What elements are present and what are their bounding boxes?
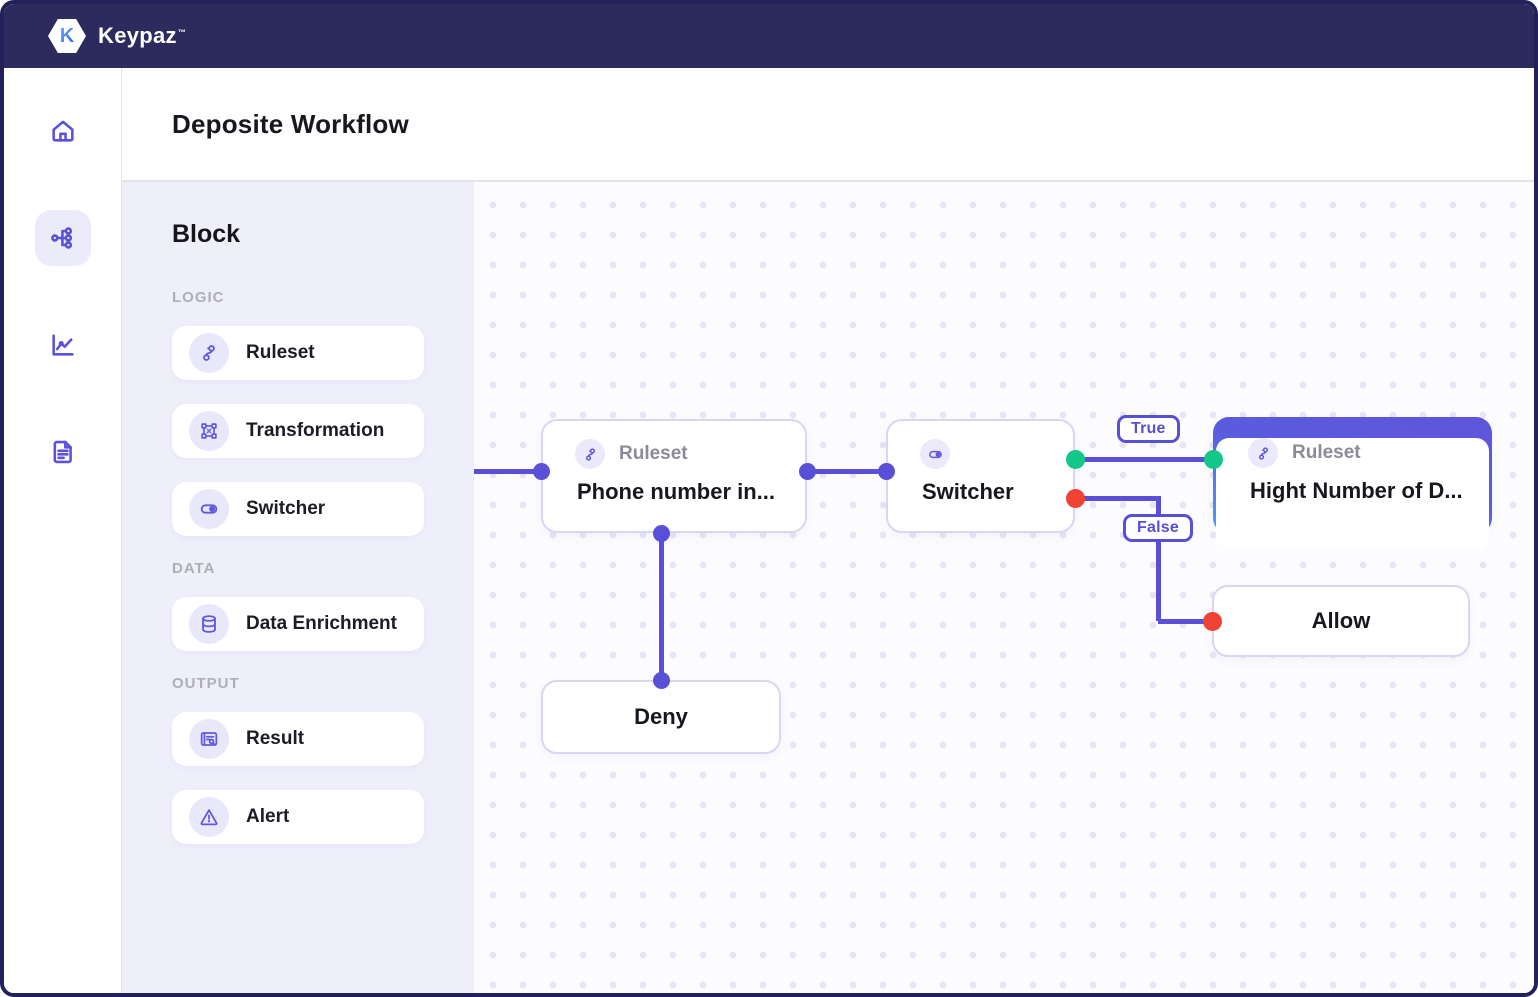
ruleset-icon — [1248, 438, 1278, 468]
palette-item-label: Transformation — [246, 420, 385, 441]
switcher-toggle-icon — [189, 489, 229, 529]
main-area: Deposite Workflow Block LOGIC — [122, 68, 1534, 993]
home-icon — [51, 120, 74, 142]
edge-entry — [474, 468, 541, 474]
palette-item-label: Alert — [246, 806, 290, 827]
section-label-output: OUTPUT — [172, 675, 240, 692]
node-switcher[interactable]: Switcher — [886, 419, 1075, 533]
line-chart-icon — [51, 334, 74, 356]
allow-input-port[interactable] — [1202, 611, 1222, 631]
brand-name-text: Keypaz — [98, 23, 177, 48]
topbar: K Keypaz™ — [4, 4, 1534, 68]
phone-output-port[interactable] — [798, 462, 816, 480]
palette-item-label: Ruleset — [246, 342, 315, 363]
edge-false-v — [1155, 498, 1161, 621]
brand-trademark: ™ — [177, 27, 187, 37]
edge-phone-to-deny — [659, 533, 664, 680]
hight-input-port[interactable] — [1203, 449, 1223, 469]
sidebar-item-home[interactable] — [35, 103, 91, 159]
node-ruleset-hight[interactable]: Ruleset Hight Number of D... — [1213, 417, 1492, 549]
sidebar-item-workflows[interactable] — [34, 210, 91, 266]
page-title: Deposite Workflow — [172, 108, 409, 139]
result-icon — [189, 719, 229, 759]
node-title: Deny — [634, 704, 688, 729]
node-type-badge: Ruleset — [1292, 442, 1361, 463]
false-edge-label: False — [1123, 514, 1193, 542]
switcher-false-port[interactable] — [1065, 488, 1085, 508]
palette-item-alert[interactable]: Alert — [172, 790, 424, 844]
block-panel-title: Block — [172, 220, 241, 248]
document-icon — [53, 440, 72, 464]
node-deny[interactable]: Deny — [541, 680, 781, 754]
node-allow[interactable]: Allow — [1212, 585, 1470, 657]
switcher-true-port[interactable] — [1065, 449, 1085, 469]
ruleset-icon — [189, 333, 229, 373]
palette-item-label: Switcher — [246, 498, 326, 519]
node-title: Switcher — [922, 479, 1014, 504]
logo-letter: K — [59, 24, 75, 47]
palette-item-transformation[interactable]: Transformation — [172, 404, 424, 458]
keypaz-logo-icon: K — [48, 19, 86, 53]
palette-item-switcher[interactable]: Switcher — [172, 482, 424, 536]
brand-name: Keypaz™ — [98, 23, 186, 49]
section-label-data: DATA — [172, 560, 216, 577]
database-icon — [189, 604, 229, 644]
edge-false-h1 — [1075, 495, 1161, 501]
edge-false-h2 — [1158, 618, 1212, 624]
palette-item-ruleset[interactable]: Ruleset — [172, 326, 424, 380]
sidebar-item-analytics[interactable] — [35, 317, 91, 373]
node-ruleset-phone[interactable]: Ruleset Phone number in... — [541, 419, 807, 533]
node-type-badge: Ruleset — [619, 443, 688, 464]
section-label-logic: LOGIC — [172, 289, 225, 306]
alert-icon — [189, 797, 229, 837]
phone-input-port[interactable] — [532, 462, 550, 480]
sidebar-item-documents[interactable] — [35, 424, 91, 480]
palette-item-label: Result — [246, 728, 305, 749]
palette-item-result[interactable]: Result — [172, 712, 424, 766]
node-title: Allow — [1311, 608, 1371, 633]
page-header: Deposite Workflow — [122, 68, 1534, 182]
transformation-icon — [189, 411, 229, 451]
palette-item-data-enrichment[interactable]: Data Enrichment — [172, 597, 424, 651]
switcher-input-port[interactable] — [877, 462, 895, 480]
edge-phone-to-switcher — [807, 468, 886, 474]
node-title: Phone number in... — [577, 479, 776, 504]
switcher-toggle-icon — [920, 439, 950, 469]
phone-bottom-port[interactable] — [653, 524, 670, 542]
workflow-tree-icon — [50, 227, 72, 249]
icon-sidebar — [4, 68, 122, 993]
ruleset-icon — [575, 439, 605, 469]
true-edge-label: True — [1117, 415, 1180, 443]
node-title: Hight Number of D... — [1250, 478, 1463, 503]
block-palette: Block LOGIC Ruleset — [122, 182, 474, 993]
deny-input-port[interactable] — [653, 671, 670, 689]
palette-item-label: Data Enrichment — [246, 613, 397, 634]
edge-true — [1075, 456, 1213, 462]
workflow-canvas[interactable]: Ruleset Phone number in... — [474, 182, 1534, 993]
